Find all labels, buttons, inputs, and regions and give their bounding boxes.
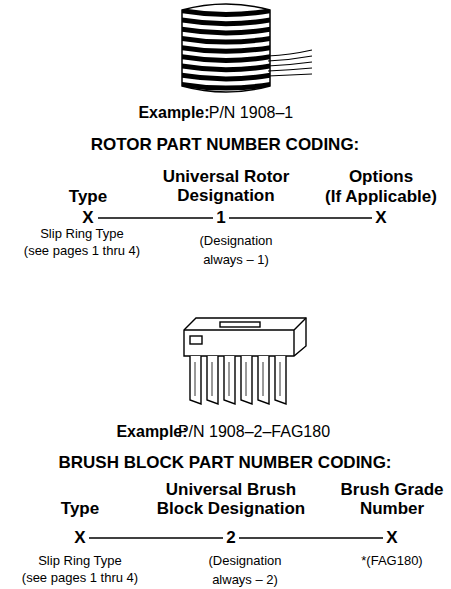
column-heading: Options bbox=[349, 167, 413, 186]
column-heading: Universal Brush Block Designation bbox=[151, 480, 311, 518]
code-digit: 1 bbox=[216, 208, 225, 227]
coding-lines bbox=[89, 218, 383, 538]
column-heading: Universal Rotor Designation bbox=[156, 167, 296, 205]
field-note: (see pages 1 thru 4) bbox=[24, 241, 140, 260]
code-letter: X bbox=[375, 208, 386, 227]
code-letter: X bbox=[82, 208, 93, 227]
rotor-illustration bbox=[180, 4, 312, 92]
code-letter: X bbox=[386, 528, 397, 547]
column-heading: Brush Grade Number bbox=[337, 480, 447, 518]
field-note: Slip Ring Type bbox=[38, 551, 122, 570]
field-note: (Designation always – 2) bbox=[200, 551, 290, 589]
part-number: P/N 1908–1 bbox=[209, 103, 294, 122]
section-heading: BRUSH BLOCK PART NUMBER CODING: bbox=[58, 453, 391, 472]
field-note: (Designation always – 1) bbox=[191, 231, 281, 269]
code-letter: X bbox=[74, 528, 85, 547]
column-heading: (If Applicable) bbox=[325, 187, 437, 206]
example-label: Example: bbox=[138, 103, 209, 122]
field-note: Slip Ring Type bbox=[40, 224, 124, 243]
brush-block-illustration bbox=[184, 318, 306, 404]
column-heading: Type bbox=[69, 187, 107, 206]
part-number: P/N 1908–2–FAG180 bbox=[178, 422, 330, 441]
example-label: Example: bbox=[116, 422, 187, 441]
field-note: (see pages 1 thru 4) bbox=[22, 568, 138, 587]
code-digit: 2 bbox=[226, 528, 235, 547]
section-heading: ROTOR PART NUMBER CODING: bbox=[91, 135, 360, 154]
column-heading: Type bbox=[61, 499, 99, 518]
field-note: *(FAG180) bbox=[361, 551, 422, 570]
